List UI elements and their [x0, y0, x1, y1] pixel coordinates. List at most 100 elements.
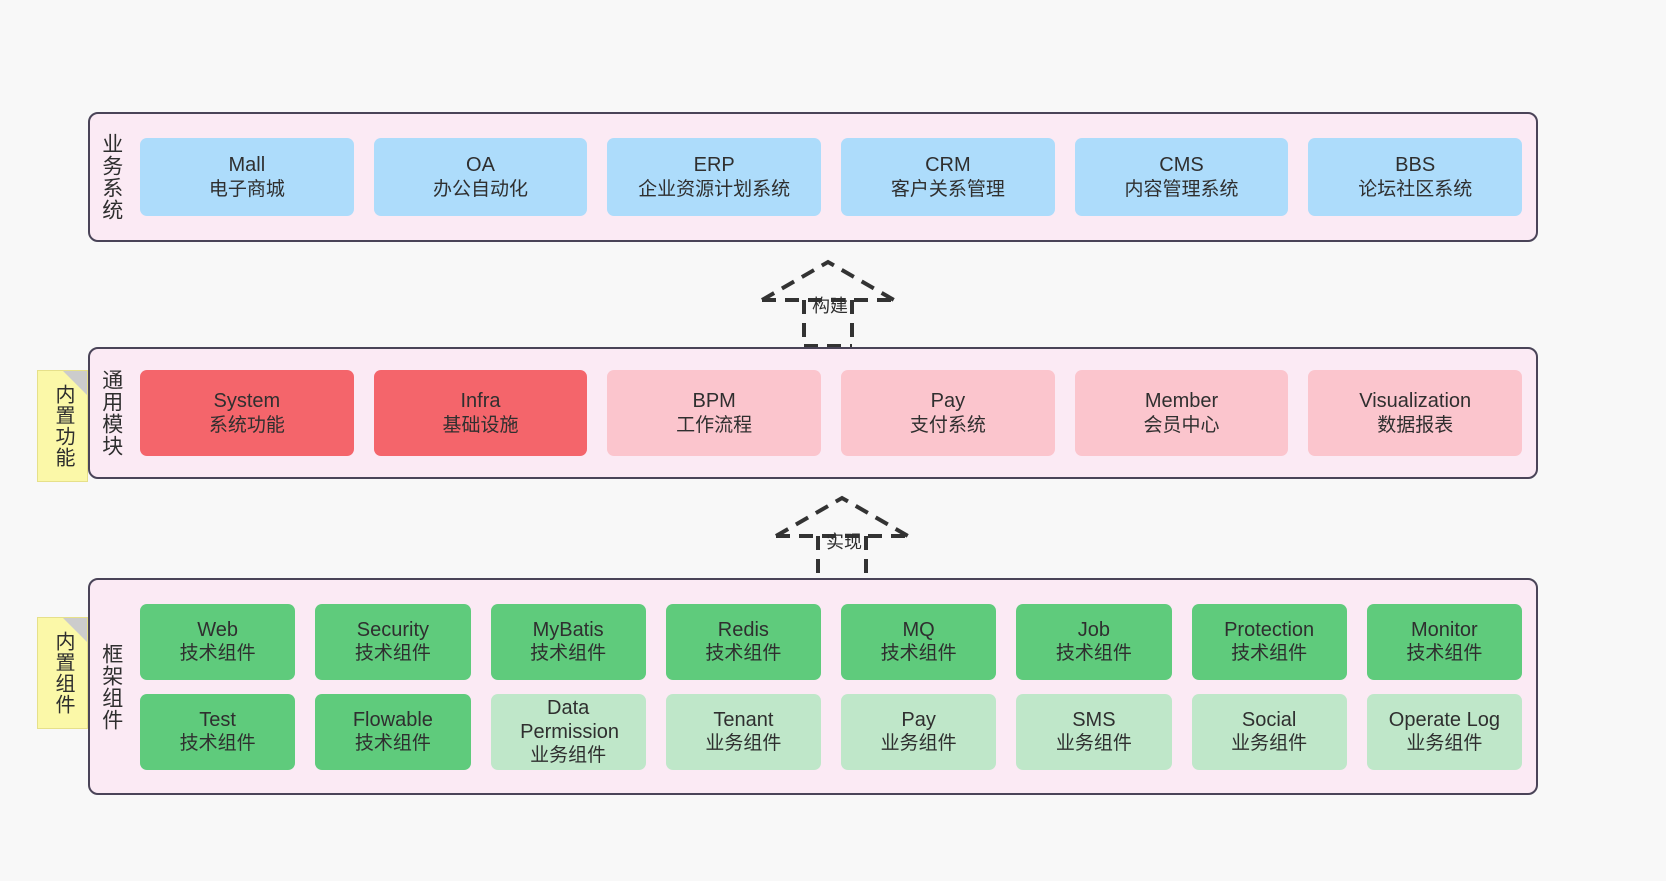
card-social[interactable]: Social 业务组件 — [1191, 693, 1347, 770]
card-subtitle: 业务组件 — [1231, 733, 1308, 755]
card-title: Pay — [901, 708, 936, 731]
card-title: MyBatis — [532, 618, 604, 641]
card-title: Infra — [460, 390, 501, 413]
layer-body-framework-components: Web 技术组件 Security 技术组件 MyBatis 技术组件 Redi… — [132, 580, 1536, 793]
card-subtitle: 业务组件 — [530, 745, 607, 767]
card-member[interactable]: Member 会员中心 — [1074, 370, 1289, 456]
card-title: Job — [1077, 618, 1110, 641]
arrow-implement-label: 实现 — [826, 532, 862, 552]
card-subtitle: 技术组件 — [1055, 643, 1132, 665]
card-redis[interactable]: Redis 技术组件 — [665, 603, 821, 680]
card-title: Visualization — [1359, 390, 1472, 413]
card-pay-module[interactable]: Pay 支付系统 — [841, 370, 1055, 456]
arrow-implement: 实现 — [770, 492, 920, 584]
card-bbs[interactable]: BBS 论坛社区系统 — [1308, 138, 1523, 216]
card-title: BBS — [1395, 154, 1436, 177]
card-subtitle: 支付系统 — [909, 414, 986, 436]
card-row-common: System 系统功能 Infra 基础设施 BPM 工作流程 Pay 支付系统… — [140, 370, 1523, 456]
layer-framework-components: 框架组件 Web 技术组件 Security 技术组件 MyBatis 技术组件… — [88, 578, 1538, 795]
card-web[interactable]: Web 技术组件 — [140, 603, 296, 680]
card-subtitle: 内容管理系统 — [1124, 178, 1239, 200]
card-row-biz: Test 技术组件 Flowable 技术组件 Data Permission … — [140, 693, 1522, 770]
card-title: Web — [197, 618, 238, 641]
card-pay-component[interactable]: Pay 业务组件 — [841, 693, 997, 770]
card-mq[interactable]: MQ 技术组件 — [841, 603, 997, 680]
card-title: Security — [356, 618, 429, 641]
note-builtin-features: 内置功能 — [37, 370, 88, 482]
card-subtitle: 会员中心 — [1143, 414, 1220, 436]
card-title: Test — [199, 708, 236, 731]
card-subtitle: 业务组件 — [1406, 733, 1483, 755]
card-subtitle: 业务组件 — [880, 733, 957, 755]
card-title: OA — [466, 154, 495, 177]
card-title: Tenant — [713, 708, 774, 731]
note-builtin-components: 内置组件 — [37, 617, 88, 729]
layer-body-business-systems: Mall 电子商城 OA 办公自动化 ERP 企业资源计划系统 CRM 客户关系… — [132, 114, 1536, 240]
card-cms[interactable]: CMS 内容管理系统 — [1074, 138, 1289, 216]
arrow-build-icon — [761, 259, 895, 348]
arrow-build-label: 构建 — [812, 296, 848, 316]
card-title: System — [213, 390, 281, 413]
card-subtitle: 技术组件 — [530, 643, 607, 665]
card-row-tech: Web 技术组件 Security 技术组件 MyBatis 技术组件 Redi… — [140, 603, 1522, 680]
card-title: Mall — [228, 154, 266, 177]
layer-business-systems: 业务系统 Mall 电子商城 OA 办公自动化 ERP 企业资源计划系统 CRM… — [88, 112, 1538, 242]
card-subtitle: 客户关系管理 — [890, 178, 1005, 200]
card-mybatis[interactable]: MyBatis 技术组件 — [490, 603, 646, 680]
card-title: SMS — [1072, 708, 1116, 731]
card-title: Social — [1241, 708, 1297, 731]
card-title: Operate Log — [1388, 708, 1500, 731]
card-subtitle: 技术组件 — [1231, 643, 1308, 665]
card-subtitle: 企业资源计划系统 — [638, 178, 791, 200]
card-subtitle: 办公自动化 — [433, 178, 529, 200]
layer-body-common-modules: System 系统功能 Infra 基础设施 BPM 工作流程 Pay 支付系统… — [132, 349, 1536, 477]
card-title: Redis — [717, 618, 769, 641]
card-title: Monitor — [1411, 618, 1478, 641]
card-crm[interactable]: CRM 客户关系管理 — [841, 138, 1055, 216]
note-fold-corner-icon — [63, 618, 87, 642]
card-title: BPM — [692, 390, 736, 413]
card-title: MQ — [902, 618, 935, 641]
card-subtitle: 工作流程 — [676, 414, 753, 436]
card-monitor[interactable]: Monitor 技术组件 — [1366, 603, 1522, 680]
card-title: Protection — [1224, 618, 1315, 641]
card-oa[interactable]: OA 办公自动化 — [373, 138, 588, 216]
card-system[interactable]: System 系统功能 — [140, 370, 354, 456]
card-subtitle: 论坛社区系统 — [1358, 178, 1473, 200]
card-subtitle: 技术组件 — [880, 643, 957, 665]
card-operate-log[interactable]: Operate Log 业务组件 — [1366, 693, 1522, 770]
card-test[interactable]: Test 技术组件 — [140, 693, 296, 770]
card-erp[interactable]: ERP 企业资源计划系统 — [607, 138, 822, 216]
layer-common-modules: 通用模块 System 系统功能 Infra 基础设施 BPM 工作流程 Pay… — [88, 347, 1538, 479]
card-sms[interactable]: SMS 业务组件 — [1016, 693, 1172, 770]
card-title: ERP — [693, 154, 735, 177]
card-subtitle: 技术组件 — [705, 643, 782, 665]
card-mall[interactable]: Mall 电子商城 — [140, 138, 354, 216]
card-title: Data Permission — [520, 696, 620, 743]
card-visualization[interactable]: Visualization 数据报表 — [1308, 370, 1523, 456]
card-title: Flowable — [352, 708, 433, 731]
card-title: CRM — [925, 154, 971, 177]
note-builtin-features-label: 内置功能 — [52, 384, 74, 468]
card-subtitle: 系统功能 — [208, 414, 285, 436]
card-subtitle: 技术组件 — [354, 733, 431, 755]
note-builtin-components-label: 内置组件 — [52, 631, 74, 715]
layer-label-common-modules: 通用模块 — [99, 369, 123, 457]
card-bpm[interactable]: BPM 工作流程 — [607, 370, 822, 456]
card-title: Member — [1144, 390, 1219, 413]
card-subtitle: 数据报表 — [1377, 414, 1454, 436]
card-subtitle: 技术组件 — [179, 643, 256, 665]
card-protection[interactable]: Protection 技术组件 — [1191, 603, 1347, 680]
card-security[interactable]: Security 技术组件 — [315, 603, 471, 680]
card-title: CMS — [1159, 154, 1204, 177]
card-tenant[interactable]: Tenant 业务组件 — [665, 693, 821, 770]
layer-label-business-systems: 业务系统 — [99, 133, 123, 221]
card-data-permission[interactable]: Data Permission 业务组件 — [490, 693, 646, 770]
card-infra[interactable]: Infra 基础设施 — [373, 370, 588, 456]
card-title: Pay — [930, 390, 966, 413]
card-job[interactable]: Job 技术组件 — [1016, 603, 1172, 680]
card-subtitle: 业务组件 — [705, 733, 782, 755]
note-fold-corner-icon — [63, 371, 87, 395]
card-flowable[interactable]: Flowable 技术组件 — [315, 693, 471, 770]
